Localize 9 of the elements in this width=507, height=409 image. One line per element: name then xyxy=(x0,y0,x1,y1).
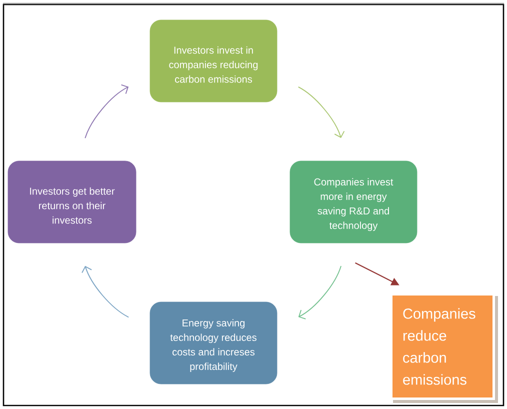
outcome-box: Companies reduce carbon emissions xyxy=(390,293,498,403)
process-box: Companies invest more in energy saving R&D and technology xyxy=(290,160,418,244)
process-box: Investors get better returns on their investors xyxy=(8,160,136,244)
arrow xyxy=(298,86,345,138)
process-box: Energy saving technology reduces costs and increses profitability xyxy=(150,302,278,384)
arrow xyxy=(298,266,342,320)
process-box: Investors invest in companies reducing carbon emissions xyxy=(150,20,278,102)
arrow xyxy=(82,266,130,318)
arrow xyxy=(84,84,129,139)
